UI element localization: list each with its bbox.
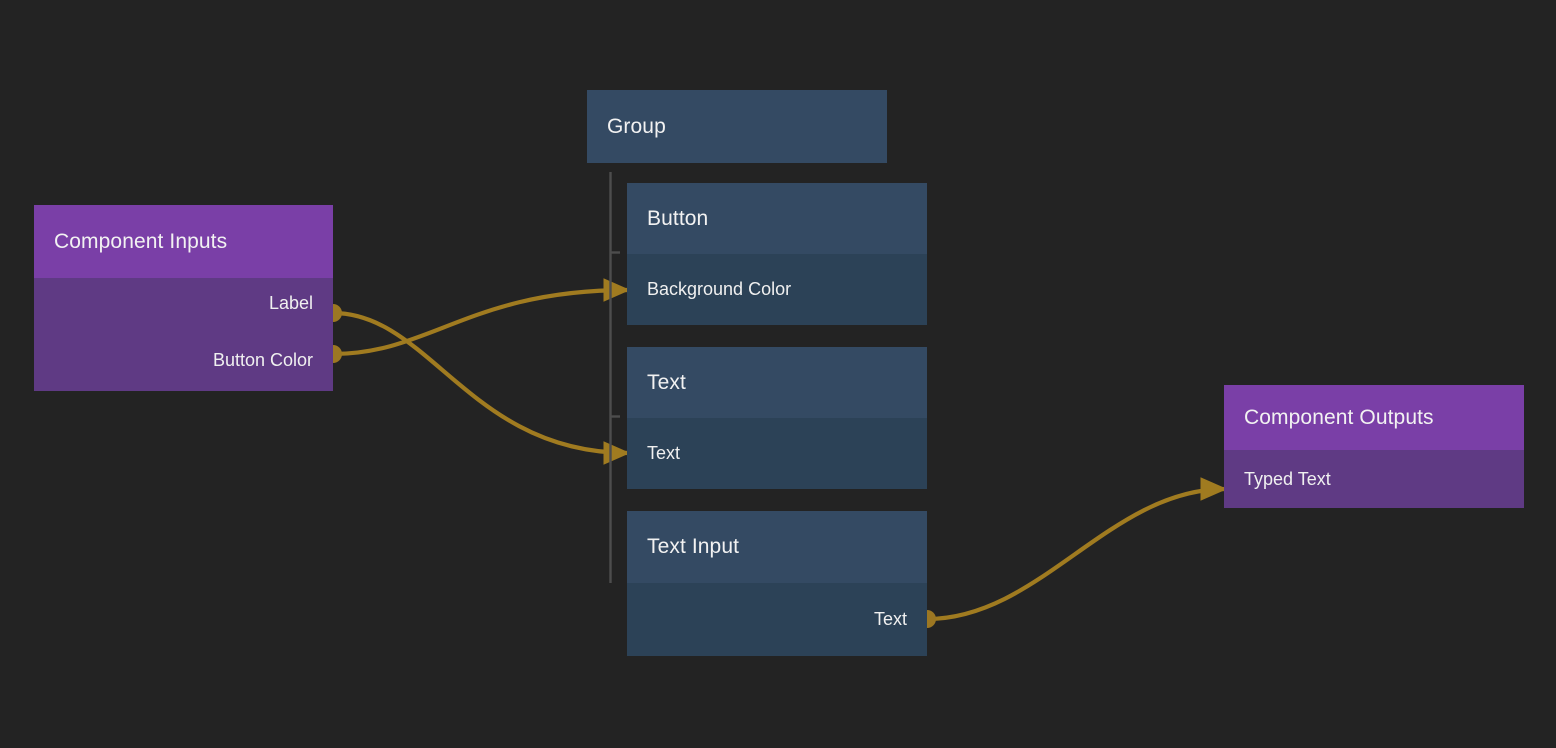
edge-text-out-to-typed-text <box>926 477 1228 622</box>
port-label-label: Label <box>268 293 313 313</box>
edge-label-to-text <box>332 310 631 465</box>
port-row-text-out[interactable]: Text <box>627 583 927 656</box>
node-component-outputs-body: Typed Text <box>1224 450 1524 508</box>
node-component-outputs[interactable]: Component Outputs Typed Text <box>1224 385 1524 508</box>
port-row-button-color[interactable]: Button Color <box>34 329 333 391</box>
node-text-input-header[interactable]: Text Input <box>627 511 927 583</box>
port-label-text-out: Text <box>873 609 907 629</box>
node-button-title: Button <box>647 206 709 230</box>
node-button[interactable]: Button Background Color <box>627 183 927 325</box>
node-group[interactable]: Group <box>587 90 887 163</box>
node-text-header[interactable]: Text <box>627 347 927 418</box>
edge-button-color-to-background <box>332 278 631 357</box>
node-component-inputs[interactable]: Component Inputs Label Button Color <box>34 205 333 391</box>
port-label-button-color: Button Color <box>212 349 313 370</box>
node-text-input-body: Text <box>627 583 927 656</box>
node-text[interactable]: Text Text <box>627 347 927 489</box>
node-component-inputs-body: Label Button Color <box>34 278 333 391</box>
port-row-background-color[interactable]: Background Color <box>627 254 927 325</box>
node-component-inputs-title: Component Inputs <box>54 229 228 253</box>
port-label-text-in: Text <box>647 443 681 463</box>
node-button-header[interactable]: Button <box>627 183 927 254</box>
node-component-inputs-header[interactable]: Component Inputs <box>34 205 333 278</box>
node-text-body: Text <box>627 418 927 489</box>
node-component-outputs-title: Component Outputs <box>1244 405 1434 429</box>
node-text-input-title: Text Input <box>647 535 740 558</box>
group-bracket <box>609 172 620 583</box>
node-text-input[interactable]: Text Input Text <box>627 511 927 656</box>
port-row-typed-text[interactable]: Typed Text <box>1224 450 1524 508</box>
port-label-background-color: Background Color <box>647 279 792 299</box>
node-group-title: Group <box>607 114 666 138</box>
node-text-title: Text <box>647 370 686 394</box>
node-component-outputs-header[interactable]: Component Outputs <box>1224 385 1524 450</box>
port-row-text-in[interactable]: Text <box>627 418 927 489</box>
port-row-label[interactable]: Label <box>34 278 333 329</box>
node-button-body: Background Color <box>627 254 927 325</box>
port-label-typed-text: Typed Text <box>1244 468 1331 489</box>
node-group-header[interactable]: Group <box>587 90 887 163</box>
